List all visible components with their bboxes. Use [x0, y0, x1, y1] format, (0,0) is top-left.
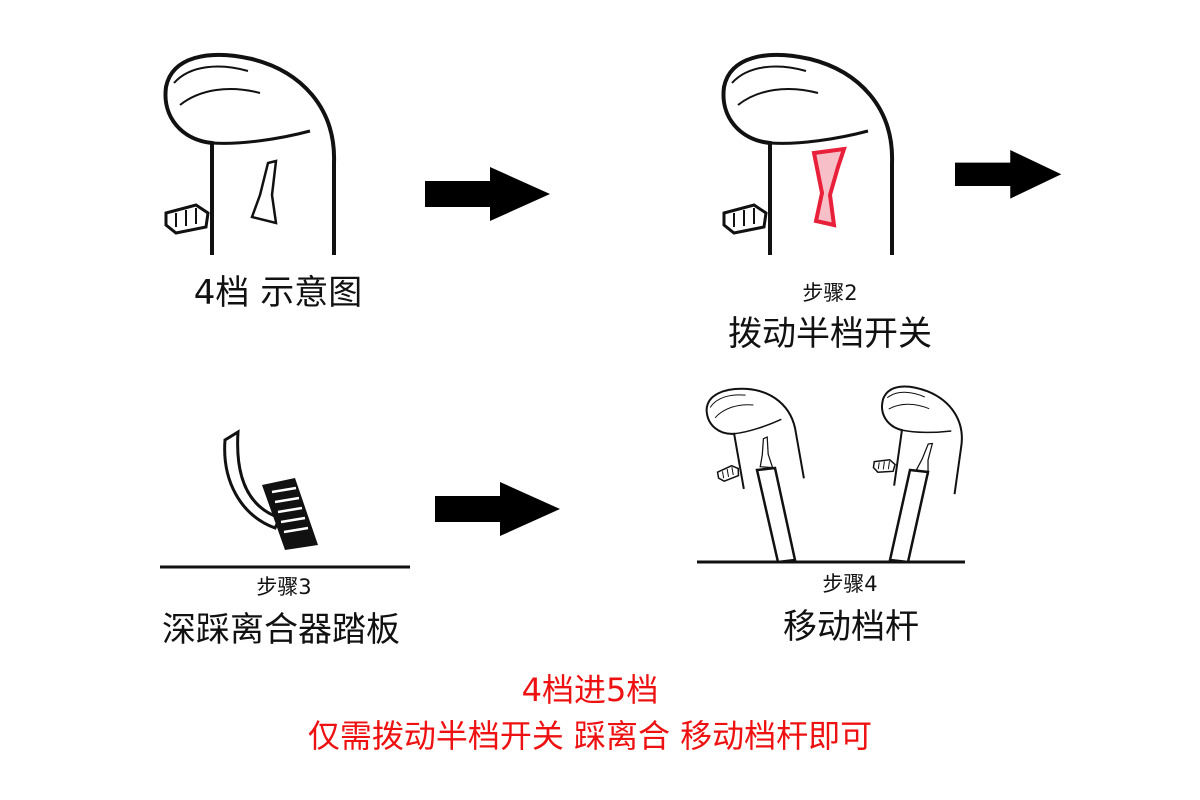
arrow-right-icon: [955, 150, 1062, 199]
panel-2-label: 拨动半档开关: [728, 314, 932, 354]
panel-4-label: 移动档杆: [783, 607, 919, 647]
gear-knob-switch-highlight-icon: [721, 52, 895, 257]
clutch-pedal-icon: [160, 429, 410, 569]
gear-knob-icon: [163, 52, 337, 257]
summary-title: 4档进5档: [521, 671, 659, 709]
panel-3-step: 步骤3: [256, 575, 312, 599]
panel-1-label: 4档 示意图: [193, 273, 363, 313]
panel-2-step: 步骤2: [802, 281, 858, 305]
panel-4-step: 步骤4: [822, 572, 878, 596]
gear-lever-move-icon: [697, 378, 970, 564]
arrow-right-icon: [425, 167, 550, 221]
summary-text: 仅需拨动半档开关 踩离合 移动档杆即可: [307, 717, 873, 755]
arrow-right-icon: [435, 482, 560, 536]
panel-3-label: 深踩离合器踏板: [162, 610, 400, 650]
